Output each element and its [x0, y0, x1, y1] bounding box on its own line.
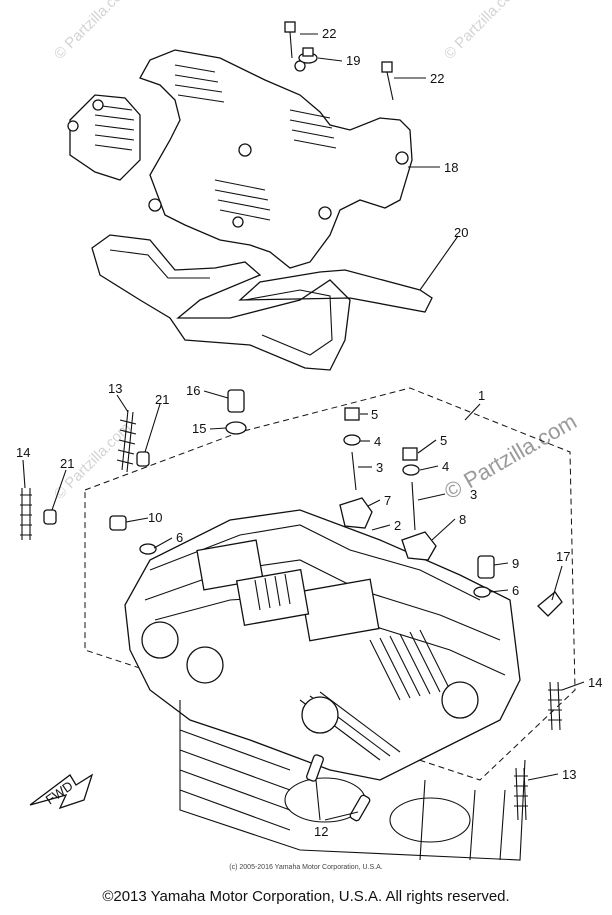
callout-13: 13: [562, 767, 576, 782]
stud-14-left: [20, 488, 32, 540]
cover-washer: [298, 47, 318, 64]
callout-12: 12: [314, 824, 328, 839]
callout-2: 2: [394, 518, 401, 533]
callout-9: 9: [512, 556, 519, 571]
stud-3b: [411, 481, 416, 531]
stud-13-right: [514, 767, 528, 821]
cylinder-head: [124, 509, 521, 781]
cylinder-head-cover: [67, 49, 413, 269]
bracket-8: [401, 531, 437, 561]
dowel-21-left: [43, 509, 57, 525]
watermark: © Partzilla.com: [440, 409, 581, 505]
bracket-7: [339, 497, 373, 529]
washer-15: [225, 421, 247, 435]
callouts: 22 19 22 18 20 1 13 21 16 15 14 21 5 4 3…: [16, 26, 602, 839]
callout-22: 22: [430, 71, 444, 86]
stud-13-upper: [116, 409, 137, 473]
footer-copyright: ©2013 Yamaha Motor Corporation, U.S.A. A…: [102, 888, 510, 905]
callout-7: 7: [384, 493, 391, 508]
head-cover-gasket: [91, 234, 433, 371]
leader-lines: [22, 33, 585, 821]
o-ring-6a: [139, 543, 157, 555]
sensor-9: [477, 555, 495, 579]
stud-14-right: [548, 681, 562, 731]
cylinder-block: [179, 700, 526, 861]
washer-4b: [402, 464, 420, 476]
fwd-arrow: FWD: [29, 773, 94, 810]
o-ring-6b: [473, 586, 491, 598]
callout-21: 21: [60, 456, 74, 471]
dowel-12b: [349, 794, 371, 822]
callout-19: 19: [346, 53, 360, 68]
washer-4a: [343, 434, 361, 446]
callout-20: 20: [454, 225, 468, 240]
callout-3: 3: [376, 460, 383, 475]
callout-1: 1: [478, 388, 485, 403]
callout-22: 22: [322, 26, 336, 41]
callout-16: 16: [186, 383, 200, 398]
callout-14: 14: [16, 445, 30, 460]
callout-4: 4: [374, 434, 381, 449]
sensor-17: [537, 591, 563, 617]
callout-8: 8: [459, 512, 466, 527]
callout-18: 18: [444, 160, 458, 175]
stud-3a: [351, 451, 357, 491]
callout-21: 21: [155, 392, 169, 407]
diagram-copyright: (c) 2005-2016 Yamaha Motor Corporation, …: [229, 864, 383, 871]
callout-14: 14: [588, 675, 602, 690]
callout-5: 5: [371, 407, 378, 422]
cover-bolt: [381, 61, 394, 101]
nut-5b: [402, 447, 418, 461]
assembly-outline: [84, 387, 576, 781]
cover-bolt: [284, 21, 296, 59]
dowel-21-upper: [136, 451, 150, 467]
watermark: © Partzilla.com: [441, 0, 524, 63]
watermark: © Partzilla.com: [51, 0, 134, 63]
exploded-parts-diagram: © Partzilla.com © Partzilla.com © Partzi…: [16, 0, 602, 861]
callout-15: 15: [192, 421, 206, 436]
dowel-12a: [306, 754, 324, 782]
callout-13: 13: [108, 381, 122, 396]
callout-6: 6: [512, 583, 519, 598]
callout-3: 3: [470, 487, 477, 502]
callout-4: 4: [442, 459, 449, 474]
callout-5: 5: [440, 433, 447, 448]
plug-16: [227, 389, 245, 413]
nut-5a: [344, 407, 360, 421]
sensor-10: [109, 515, 127, 531]
callout-17: 17: [556, 549, 570, 564]
callout-6: 6: [176, 530, 183, 545]
callout-10: 10: [148, 510, 162, 525]
